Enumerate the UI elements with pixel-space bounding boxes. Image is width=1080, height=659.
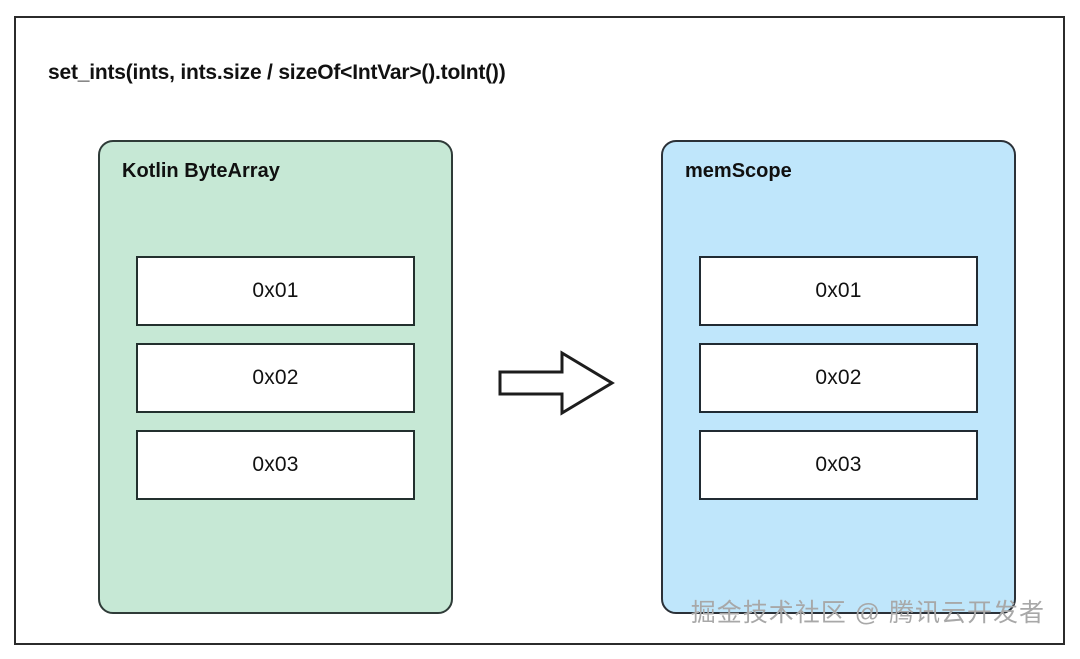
memory-cell-value: 0x01 — [815, 279, 862, 302]
memory-cell: 0x03 — [699, 430, 978, 500]
memory-cell: 0x01 — [699, 256, 978, 326]
memory-cell: 0x02 — [699, 343, 978, 413]
panel-title-memscope: memScope — [685, 160, 792, 182]
memory-cell: 0x03 — [136, 430, 415, 500]
memory-cell-value: 0x02 — [815, 366, 862, 389]
memory-cell-value: 0x01 — [252, 279, 299, 302]
memory-cell: 0x02 — [136, 343, 415, 413]
panel-title-kotlin-bytearray: Kotlin ByteArray — [122, 160, 280, 182]
diagram-frame: set_ints(ints, ints.size / sizeOf<IntVar… — [14, 16, 1065, 645]
panel-kotlin-bytearray: Kotlin ByteArray 0x01 0x02 0x03 — [98, 140, 453, 614]
memory-cell: 0x01 — [136, 256, 415, 326]
watermark: 掘金技术社区 @ 腾讯云开发者 — [690, 599, 1045, 627]
memory-cell-value: 0x02 — [252, 366, 299, 389]
diagram-title: set_ints(ints, ints.size / sizeOf<IntVar… — [48, 61, 506, 84]
memory-cell-value: 0x03 — [815, 453, 862, 476]
panel-memscope: memScope 0x01 0x02 0x03 — [661, 140, 1016, 614]
memory-cell-value: 0x03 — [252, 453, 299, 476]
right-block-arrow-icon — [496, 348, 616, 418]
